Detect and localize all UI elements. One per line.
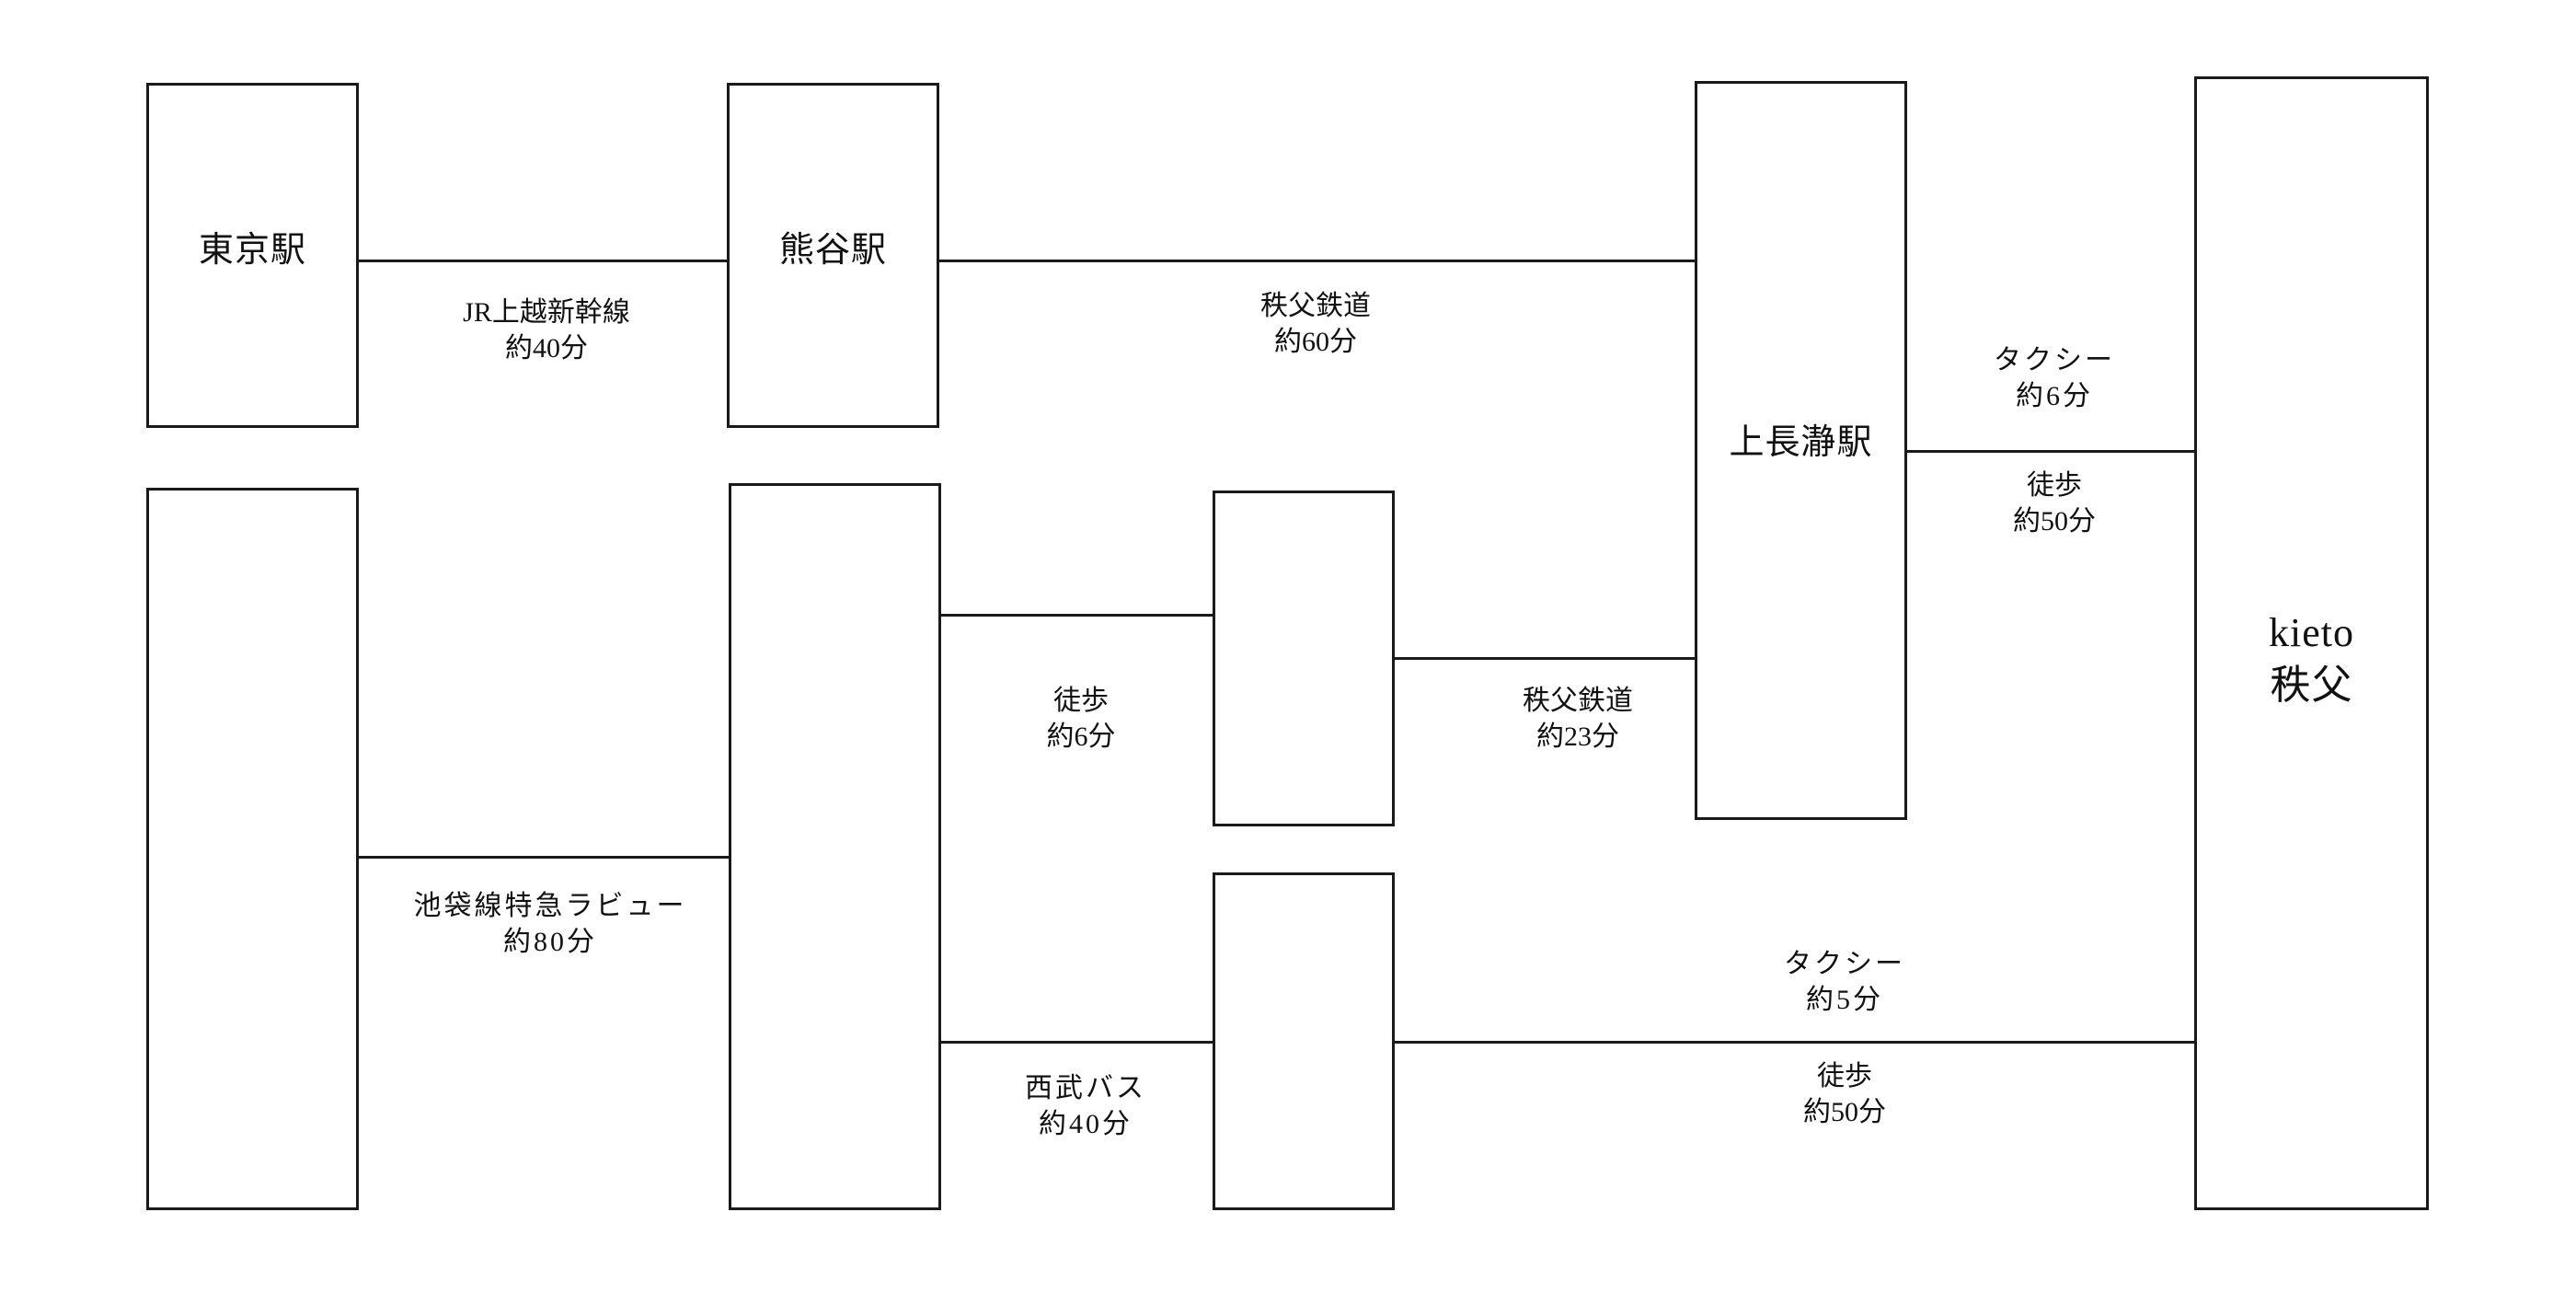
edge-label-kaminagatoro-kieto-taxi: タクシー 約6分 <box>1994 345 2115 411</box>
node-kieto-chichibu[interactable]: kieto 秩父 <box>2194 76 2429 1210</box>
node-kaminagatoro-station[interactable]: 上長瀞駅 <box>1695 81 1907 820</box>
node-label-kumagaya-station: 熊谷駅 <box>778 231 887 270</box>
node-ikebukuro-station[interactable]: 池袋駅 <box>146 488 359 1210</box>
edge-line-ikebukuro-seibu <box>293 856 729 859</box>
node-label-kieto-chichibu: kieto 秩父 <box>2269 610 2354 709</box>
edge-line-kaminagatoro-kieto <box>1904 450 2197 453</box>
edge-label-shinhanabashi-kieto-taxi: タクシー 約5分 <box>1784 949 1905 1015</box>
edge-label-seibu-ohanabatake: 徒歩 約6分 <box>1046 686 1116 752</box>
edge-line-ohanabatake-kaminagatoro <box>1395 657 1697 660</box>
node-ohanabatake-station[interactable]: 御花畑駅 <box>1213 491 1395 1166</box>
node-tokyo-station[interactable]: 東京駅 <box>146 83 359 428</box>
edge-label-shinhanabashi-kieto-walk: 徒歩 約50分 <box>1803 1061 1886 1127</box>
edge-line-seibu-shinhanabashi <box>941 1041 1213 1044</box>
edge-line-tokyo-kumagaya <box>358 260 727 262</box>
node-kumagaya-station[interactable]: 熊谷駅 <box>727 83 939 428</box>
edge-label-kaminagatoro-kieto-walk: 徒歩 約50分 <box>2013 470 2096 537</box>
node-shinhanabashi-station[interactable]: 新鼻橋駅 <box>1213 872 1395 1210</box>
node-label-tokyo-station: 東京駅 <box>198 231 306 270</box>
edge-line-seibu-ohanabatake <box>941 614 1214 617</box>
node-seibu-chichibu-station[interactable]: 西武秩父駅 <box>729 483 941 1210</box>
edge-line-kumagaya-kaminagatoro <box>938 260 1697 262</box>
edge-line-shinhanabashi-kieto <box>1395 1041 2197 1044</box>
edge-label-seibu-shinhanabashi: 西武バス 約40分 <box>1025 1073 1146 1139</box>
edge-label-kumagaya-kaminagatoro: 秩父鉄道 約60分 <box>1260 291 1371 357</box>
edge-label-ikebukuro-seibu: 池袋線特急ラビュー 約80分 <box>413 891 687 957</box>
edge-label-tokyo-kumagaya: JR上越新幹線 約40分 <box>463 297 630 364</box>
node-label-kaminagatoro-station: 上長瀞駅 <box>1729 423 1873 462</box>
edge-label-ohanabatake-kaminagatoro: 秩父鉄道 約23分 <box>1523 686 1633 752</box>
